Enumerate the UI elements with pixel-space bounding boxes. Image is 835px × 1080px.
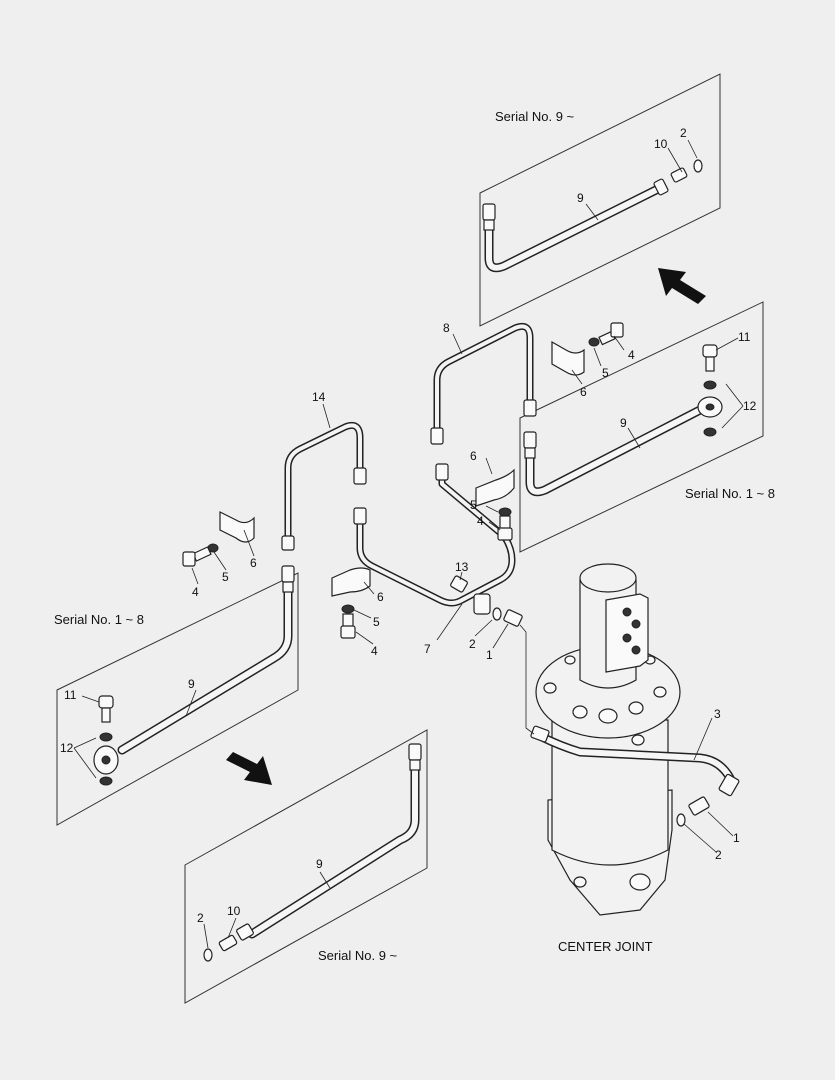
oring-2-top [693, 159, 703, 173]
callout-2-tee: 2 [469, 637, 476, 651]
callout-8: 8 [443, 321, 450, 335]
callout-1-joint: 1 [733, 831, 740, 845]
panel-label-left: Serial No. 1 ~ 8 [54, 612, 144, 627]
pipe-14 [281, 421, 367, 551]
callout-numbers: 10 2 9 8 4 5 6 11 12 9 14 6 5 4 13 7 2 1… [60, 126, 757, 925]
callout-tr-9: 9 [577, 191, 584, 205]
panel-mid-right [519, 301, 764, 553]
panel-label-bottom: Serial No. 9 ~ [318, 948, 398, 963]
callout-13: 13 [455, 560, 469, 574]
callout-1-tee: 1 [486, 648, 493, 662]
callout-6-left: 6 [250, 556, 257, 570]
washer-5-lower [341, 604, 355, 614]
callout-2-bottom: 2 [197, 911, 204, 925]
callout-6-upper: 6 [580, 385, 587, 399]
panel-left [56, 572, 299, 826]
bolt-11-left [98, 695, 114, 723]
pipe-7 [353, 463, 516, 615]
washer-12-left-upper [99, 732, 113, 742]
bolt-11-mid-right [702, 344, 718, 372]
panel-top-right [479, 73, 721, 327]
callout-9-left: 9 [188, 677, 195, 691]
hose-9-bottom [236, 743, 422, 941]
washer-12-mid-upper [703, 380, 717, 390]
callout-4-center: 4 [477, 514, 484, 528]
callout-6-lower: 6 [377, 590, 384, 604]
callout-9-bottom: 9 [316, 857, 323, 871]
callout-11-mid-right: 11 [738, 330, 751, 344]
pipe-8 [430, 322, 537, 445]
callout-11-left: 11 [64, 688, 77, 702]
panel-label-mid-right: Serial No. 1 ~ 8 [685, 486, 775, 501]
center-joint-caption: CENTER JOINT [558, 939, 653, 954]
oring-2-joint [676, 813, 686, 827]
callout-10-bottom: 10 [227, 904, 241, 918]
arrow-up-left-icon [658, 268, 706, 304]
adapter-1-joint [688, 796, 710, 816]
adapter-1-tee [503, 609, 523, 627]
eye-joint-mid-right [697, 396, 723, 418]
callout-3: 3 [714, 707, 721, 721]
connection-line-center [519, 624, 535, 735]
panel-label-top-right: Serial No. 9 ~ [495, 109, 575, 124]
callout-5-lower: 5 [373, 615, 380, 629]
clamp-6-upper [551, 340, 585, 376]
arrow-down-right-icon [226, 752, 272, 785]
bolt-4-lower [340, 613, 356, 639]
callout-9-mid-right: 9 [620, 416, 627, 430]
washer-5-upper [588, 337, 600, 347]
callout-2-joint: 2 [715, 848, 722, 862]
clamp-6-lower [331, 567, 371, 597]
leader-lines [73, 139, 744, 949]
callout-tr-10: 10 [654, 137, 668, 151]
washer-12-mid-lower [703, 427, 717, 437]
bolt-4-left [182, 546, 212, 567]
callout-tr-2: 2 [680, 126, 687, 140]
callout-4-upper: 4 [628, 348, 635, 362]
eye-joint-left [93, 745, 119, 775]
bolt-4-center [497, 515, 513, 541]
oring-2-tee [492, 607, 502, 621]
callout-5-center: 5 [470, 498, 477, 512]
hose-9-top [482, 178, 669, 273]
clamp-6-left [219, 511, 255, 543]
plug-13 [450, 575, 468, 593]
callout-4-left: 4 [192, 585, 199, 599]
callout-7: 7 [424, 642, 431, 656]
bolt-4-upper [598, 322, 624, 346]
callout-14: 14 [312, 390, 326, 404]
hose-9-mid-right [523, 405, 705, 497]
washer-12-left-lower [99, 776, 113, 786]
adapter-10-top [670, 167, 688, 183]
callout-5-upper: 5 [602, 366, 609, 380]
washer-5-center [498, 507, 512, 517]
clamp-6-center [475, 468, 515, 507]
panel-bottom [184, 729, 428, 1004]
callout-4-lower: 4 [371, 644, 378, 658]
callout-12-left: 12 [60, 741, 74, 755]
adapter-10-bottom [218, 934, 238, 952]
hose-9-left [117, 565, 295, 755]
callout-6-center: 6 [470, 449, 477, 463]
hose-3 [530, 725, 740, 797]
callout-12-mid-right: 12 [743, 399, 757, 413]
oring-2-bottom [203, 948, 213, 962]
callout-5-left: 5 [222, 570, 229, 584]
